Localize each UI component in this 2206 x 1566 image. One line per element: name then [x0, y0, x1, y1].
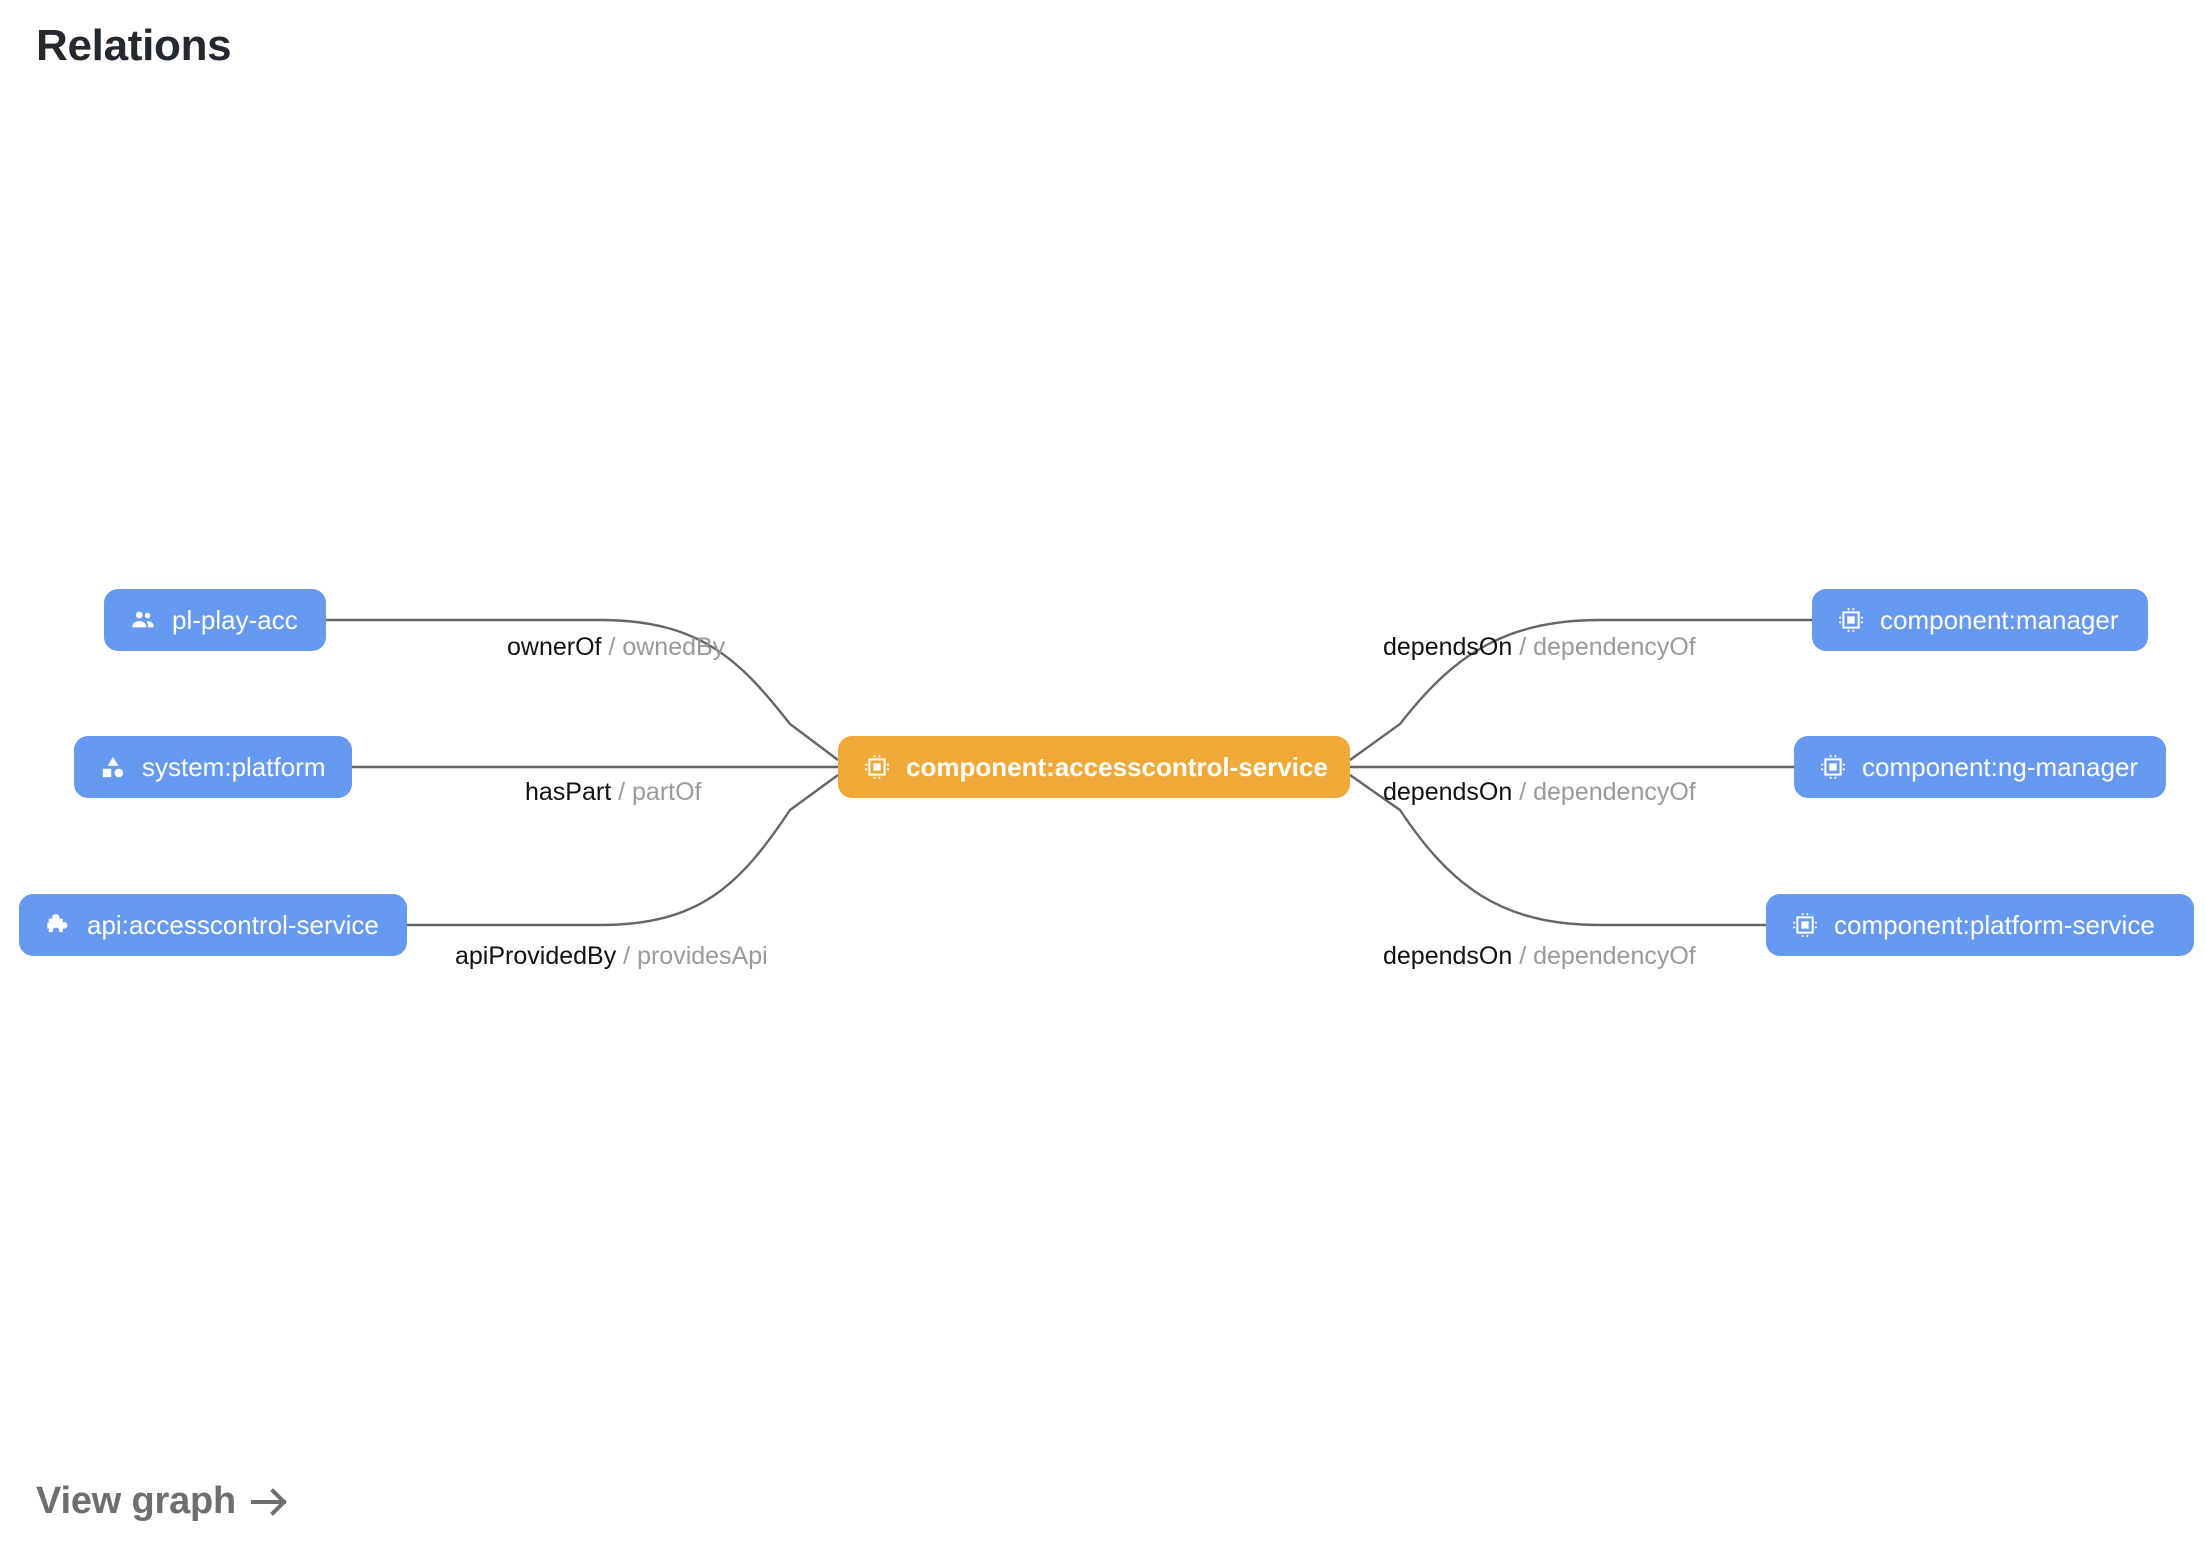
- graph-node-system-platform[interactable]: system:platform: [74, 736, 352, 798]
- graph-node-label: component:accesscontrol-service: [906, 752, 1328, 782]
- relation-forward: hasPart: [525, 778, 612, 806]
- group-people-icon: [130, 607, 156, 633]
- relation-separator: /: [616, 942, 638, 970]
- relation-reverse: dependencyOf: [1533, 778, 1696, 806]
- page-title: Relations: [36, 21, 232, 70]
- relation-separator: /: [1512, 942, 1534, 970]
- graph-node-component-accesscontrol-service[interactable]: component:accesscontrol-service: [838, 736, 1350, 798]
- graph-edge-label: hasPart / partOf: [525, 780, 702, 805]
- puzzle-piece-icon: [45, 912, 71, 938]
- graph-edge-label: dependsOn / dependencyOf: [1383, 635, 1696, 660]
- relation-separator: /: [1512, 633, 1534, 661]
- relation-separator: /: [1512, 778, 1534, 806]
- relation-separator: /: [601, 633, 623, 661]
- graph-edge-label: ownerOf / ownedBy: [507, 635, 725, 660]
- cpu-chip-icon: [1838, 607, 1864, 633]
- relation-reverse: ownedBy: [622, 633, 726, 661]
- graph-node-label: component:platform-service: [1834, 910, 2155, 940]
- graph-node-label: api:accesscontrol-service: [87, 910, 379, 940]
- graph-node-label: pl-play-acc: [172, 605, 298, 635]
- graph-edge-label: dependsOn / dependencyOf: [1383, 944, 1696, 969]
- relation-reverse: partOf: [632, 778, 702, 806]
- relation-forward: dependsOn: [1383, 942, 1513, 970]
- graph-edge-label: dependsOn / dependencyOf: [1383, 780, 1696, 805]
- graph-node-component-platform-service[interactable]: component:platform-service: [1766, 894, 2194, 956]
- view-graph-label: View graph: [36, 1480, 237, 1522]
- graph-node-component-manager[interactable]: component:manager: [1812, 589, 2148, 651]
- relation-forward: apiProvidedBy: [455, 942, 617, 970]
- graph-node-api-accesscontrol-service[interactable]: api:accesscontrol-service: [19, 894, 407, 956]
- graph-node-label: component:ng-manager: [1862, 752, 2139, 782]
- relation-reverse: dependencyOf: [1533, 942, 1696, 970]
- cpu-chip-icon: [1820, 754, 1846, 780]
- relation-reverse: dependencyOf: [1533, 633, 1696, 661]
- cpu-chip-icon: [864, 754, 890, 780]
- graph-node-pl-play-acc[interactable]: pl-play-acc: [104, 589, 326, 651]
- graph-edge-label: apiProvidedBy / providesApi: [455, 944, 768, 969]
- cpu-chip-icon: [1792, 912, 1818, 938]
- category-shapes-icon: [100, 754, 126, 780]
- relation-forward: dependsOn: [1383, 633, 1513, 661]
- arrow-right-icon: [250, 1486, 290, 1518]
- view-graph-link[interactable]: View graph: [36, 1480, 290, 1523]
- relation-forward: dependsOn: [1383, 778, 1513, 806]
- graph-node-label: system:platform: [142, 752, 326, 782]
- graph-node-component-ng-manager[interactable]: component:ng-manager: [1794, 736, 2166, 798]
- relation-reverse: providesApi: [637, 942, 768, 970]
- relation-separator: /: [611, 778, 633, 806]
- graph-node-label: component:manager: [1880, 605, 2119, 635]
- relation-forward: ownerOf: [507, 633, 602, 661]
